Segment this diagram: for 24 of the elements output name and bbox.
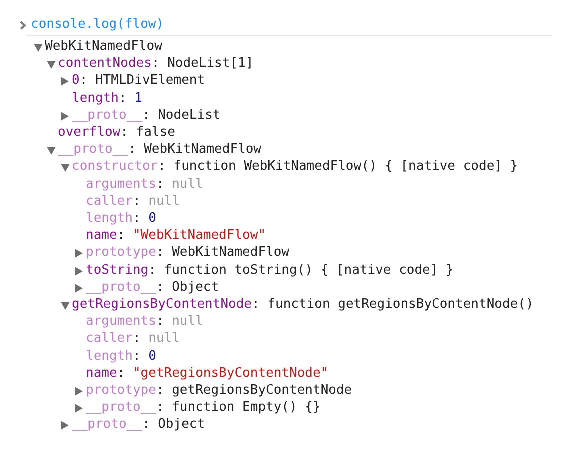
property-line: name: "getRegionsByContentNode" (86, 366, 329, 382)
property-line: length: 1 (72, 90, 142, 107)
property-line: caller: null (86, 331, 180, 348)
property-line: contentNodes: NodeList[1] (58, 56, 254, 72)
property-line: prototype: getRegionsByContentNode (86, 383, 352, 399)
property-line: __proto__: Object (86, 280, 220, 296)
property-line: caller: null (86, 194, 180, 210)
property-line: arguments: null (86, 314, 204, 330)
property-line: __proto__: Object (72, 417, 206, 434)
console-command: console.log(flow) (31, 17, 164, 33)
property-line: WebKitNamedFlow (45, 39, 162, 55)
property-line: getRegionsByContentNode: function getRegionsByContentNode() (72, 297, 534, 313)
property-line: __proto__: WebKitNamedFlow (58, 142, 262, 158)
property-line: __proto__: NodeList (72, 108, 221, 124)
property-line: toString: function toString() { [native code] } (86, 262, 454, 279)
property-line: arguments: null (86, 176, 204, 193)
property-line: constructor: function WebKitNamedFlow() { [native code] } (72, 159, 518, 176)
property-line: name: "WebKitNamedFlow" (86, 228, 266, 244)
property-line: __proto__: function Empty() {} (86, 400, 321, 416)
property-line: 0: HTMLDivElement (72, 73, 206, 90)
property-line: prototype: WebKitNamedFlow (86, 245, 290, 262)
property-line: overflow: false (58, 125, 176, 141)
property-line: length: 0 (86, 348, 156, 365)
property-line: length: 0 (86, 211, 156, 227)
